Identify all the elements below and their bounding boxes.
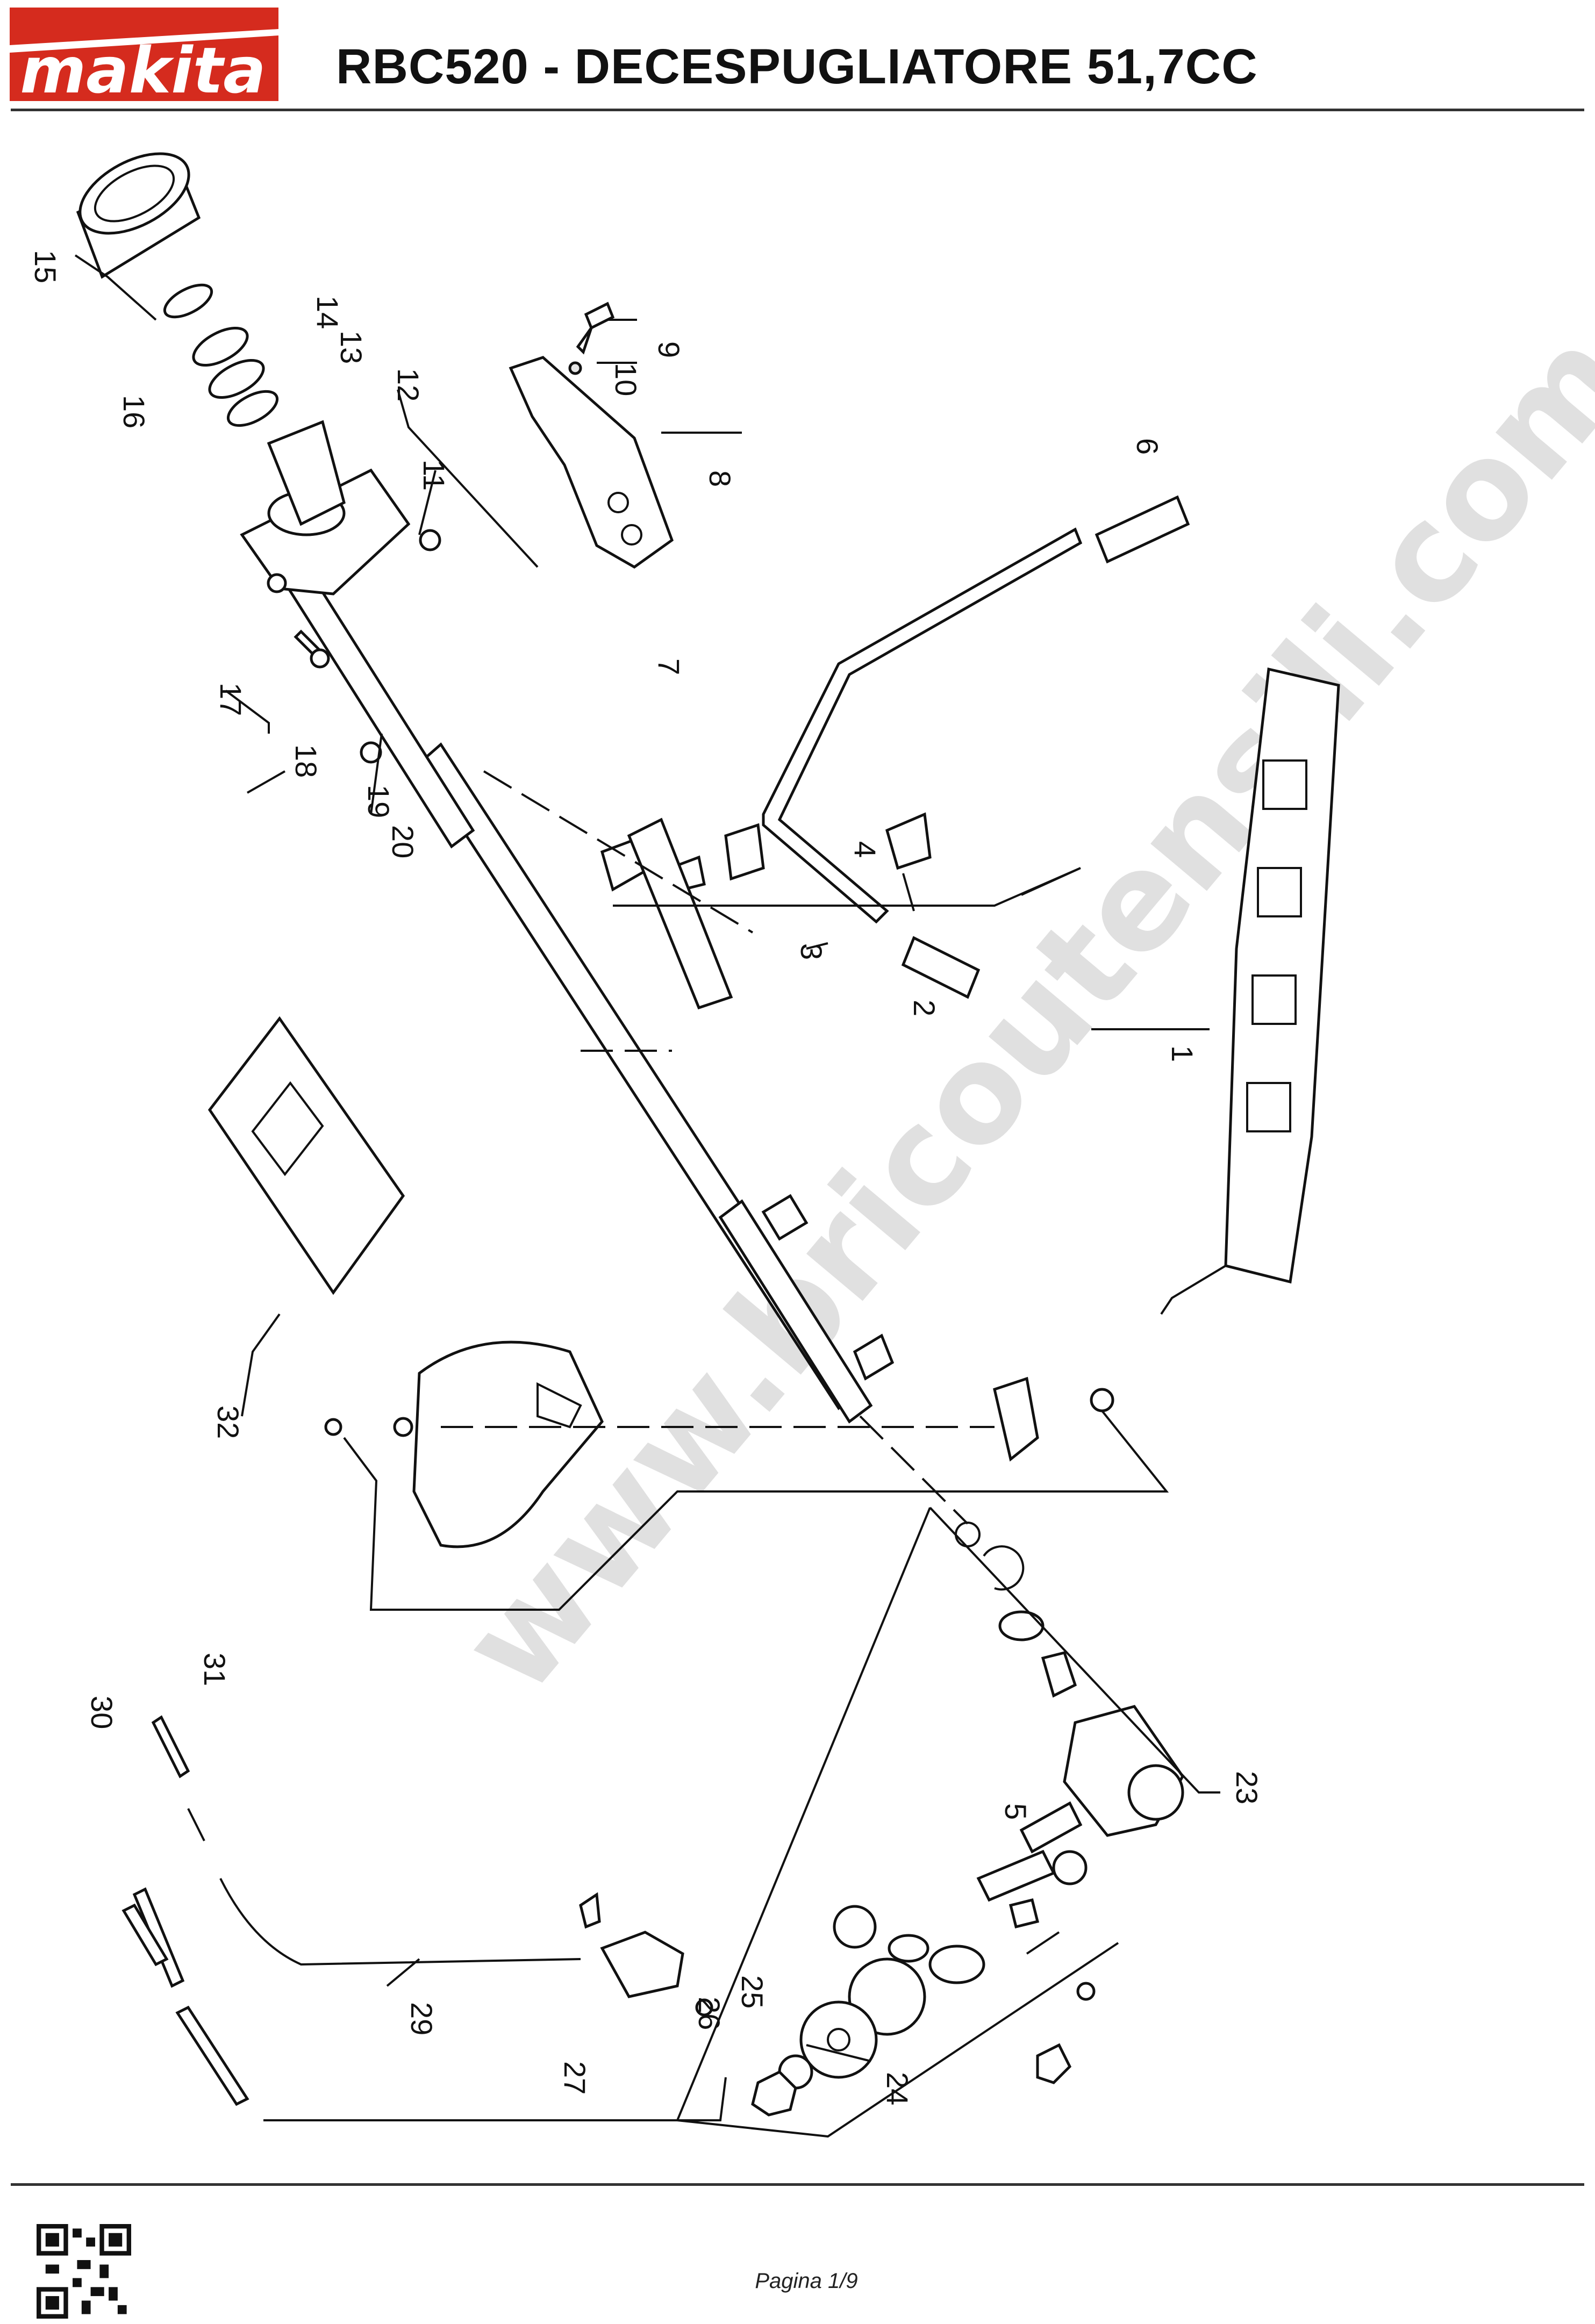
- label-part-12: 12: [391, 368, 425, 401]
- label-part-7: 7: [652, 658, 686, 675]
- label-part-10: 10: [609, 363, 643, 396]
- part-number-labels: 1 2 3 4 5 6 7 8 9 10 11 12 13 14 15 16 1…: [28, 250, 1264, 2105]
- label-part-19: 19: [362, 785, 396, 818]
- label-part-5: 5: [999, 1803, 1033, 1820]
- label-part-23: 23: [1230, 1771, 1264, 1804]
- clutch-drum: [76, 152, 279, 427]
- label-part-31: 31: [198, 1653, 232, 1686]
- label-part-11: 11: [417, 460, 451, 491]
- page-number: Pagina 1/9: [755, 2269, 858, 2293]
- brand-wordmark: makita: [20, 33, 266, 101]
- label-part-1: 1: [1165, 1045, 1199, 1062]
- small-fasteners: [267, 302, 615, 764]
- makita-logo: makita: [10, 8, 278, 101]
- leader-lines: [74, 254, 1220, 2138]
- qr-code: [37, 2224, 131, 2319]
- label-part-32: 32: [211, 1405, 245, 1439]
- label-part-3: 3: [795, 943, 828, 960]
- blade-guard: [324, 1340, 1114, 1548]
- label-part-27: 27: [558, 2061, 592, 2095]
- label-part-18: 18: [289, 744, 323, 778]
- handle-bracket: [509, 356, 674, 569]
- exploded-parts-diagram: www.bricoutensili.com: [28, 152, 1595, 2138]
- label-part-4: 4: [848, 841, 882, 858]
- label-part-26: 26: [692, 1997, 726, 2030]
- gear-head-assembly: [751, 1522, 1184, 2117]
- label-part-2: 2: [907, 1000, 941, 1016]
- label-part-24: 24: [881, 2072, 914, 2105]
- label-part-8: 8: [703, 470, 737, 487]
- label-part-9: 9: [652, 341, 686, 358]
- label-part-6: 6: [1131, 438, 1164, 455]
- page-header: makita RBC520 - DECESPUGLIATORE 51,7CC: [0, 0, 1595, 113]
- throttle-assembly: [121, 1715, 713, 2106]
- label-part-15: 15: [28, 250, 62, 283]
- label-part-14: 14: [311, 296, 345, 329]
- label-part-29: 29: [405, 2002, 439, 2035]
- shaft-tube: [256, 522, 895, 1424]
- label-part-30: 30: [85, 1696, 119, 1729]
- label-part-16: 16: [117, 395, 151, 428]
- footer-divider: [11, 2183, 1584, 2186]
- page-title: RBC520 - DECESPUGLIATORE 51,7CC: [336, 39, 1258, 94]
- instruction-plate: [208, 1016, 405, 1295]
- label-part-13: 13: [334, 331, 368, 364]
- header-divider: [11, 109, 1584, 111]
- label-part-17: 17: [214, 683, 248, 716]
- shoulder-harness: [1160, 667, 1340, 1315]
- label-part-25: 25: [735, 1975, 769, 2009]
- label-part-20: 20: [386, 825, 420, 858]
- decal-sticker: [627, 817, 733, 1010]
- clutch-housing: [240, 420, 411, 596]
